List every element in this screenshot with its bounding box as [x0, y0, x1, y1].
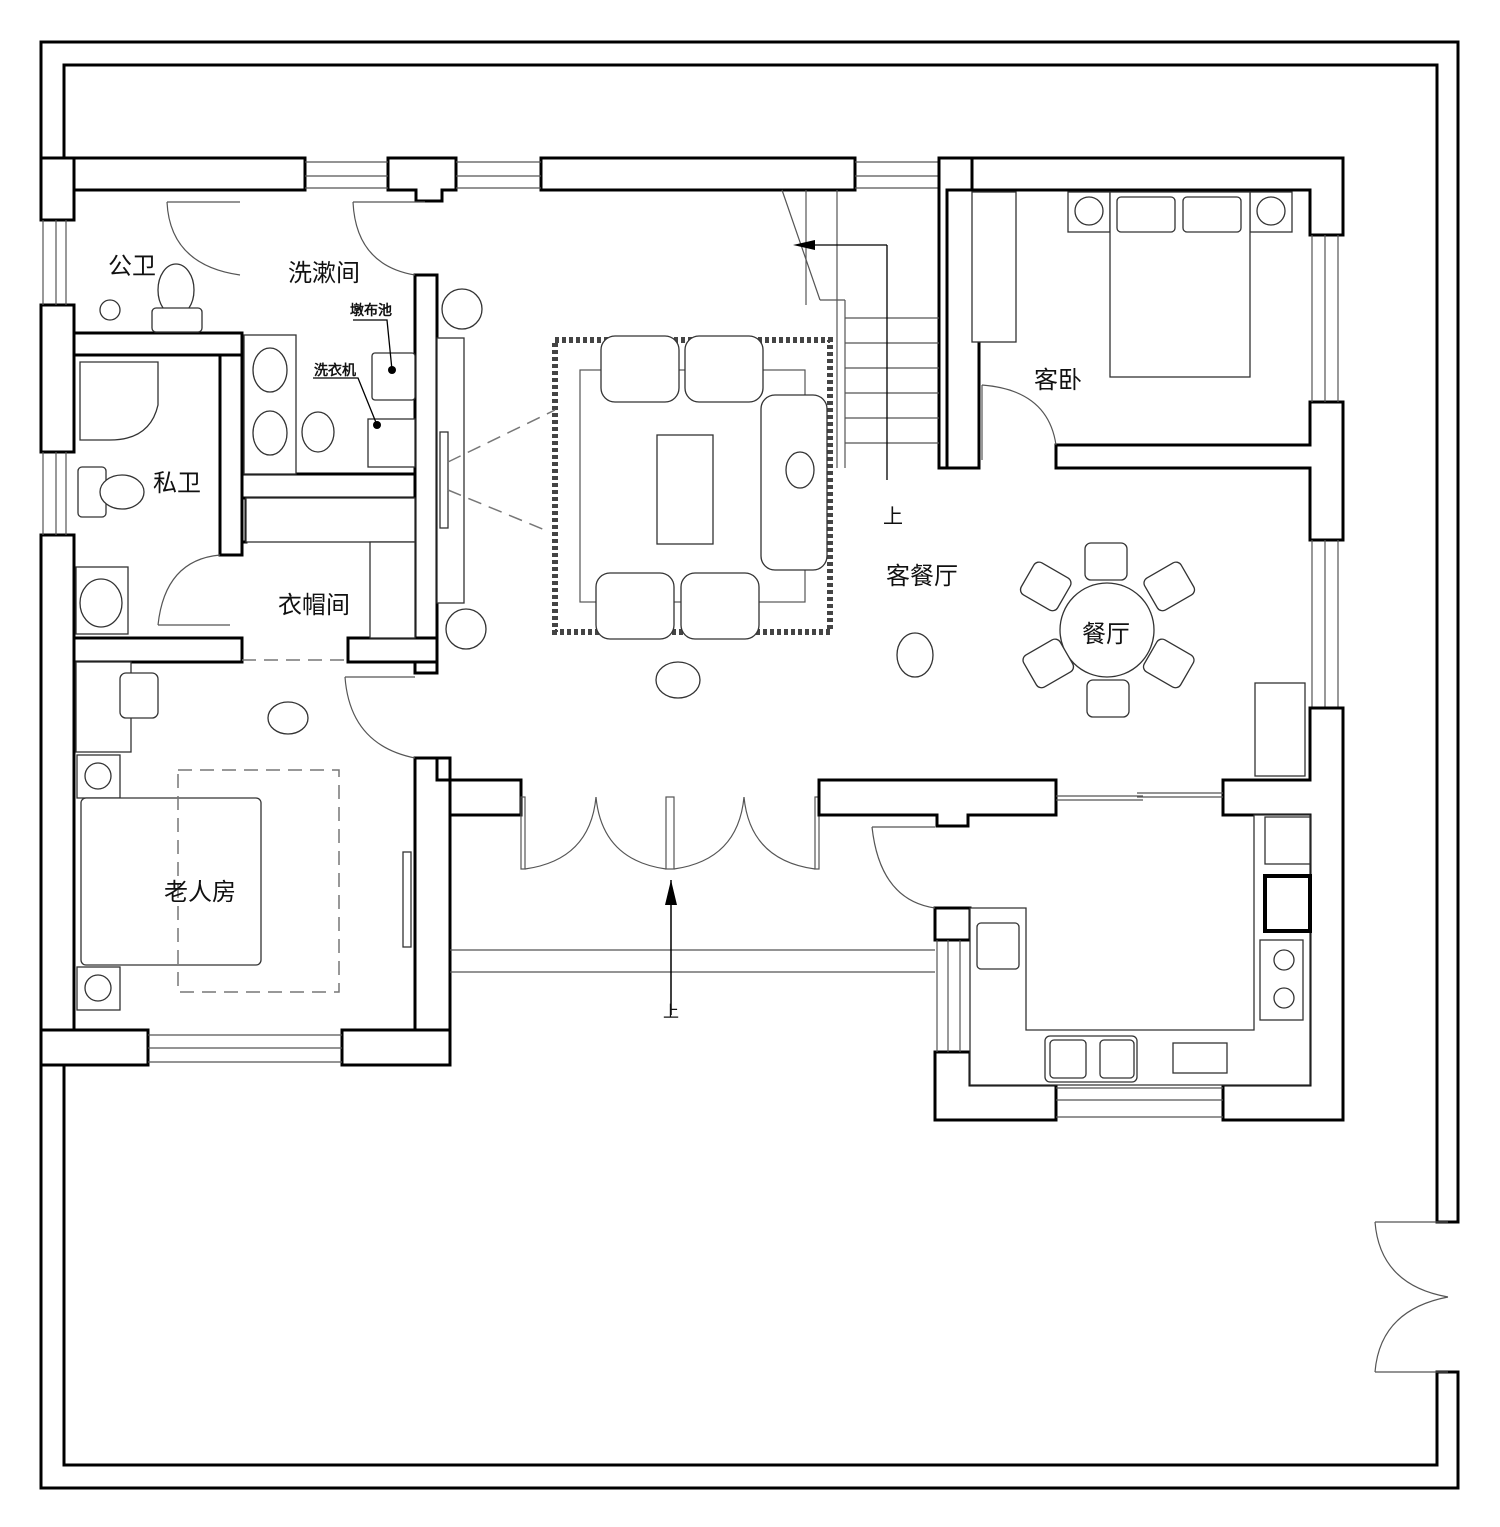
- window-kitchen-bottom: [1056, 1087, 1223, 1118]
- mop-sink: [371, 352, 416, 401]
- coffee-table: [656, 434, 714, 545]
- armchair-4: [680, 572, 760, 640]
- wall-top-pillar: [386, 156, 458, 203]
- dining-sideboard: [1254, 682, 1306, 777]
- wall-top-left-corner: [39, 156, 76, 222]
- person-figure-3: [896, 632, 934, 678]
- window-dining-right: [1311, 540, 1339, 708]
- window-left-2: [42, 452, 67, 535]
- pillow-2: [1182, 196, 1242, 233]
- plant-2: [445, 608, 487, 650]
- room-label-living-dining: 客餐厅: [886, 562, 958, 590]
- main-entry-doors[interactable]: [520, 796, 820, 870]
- annotation-washing-machine: 洗衣机: [314, 363, 356, 379]
- window-left-1: [42, 220, 67, 305]
- window-guest-right: [1311, 235, 1339, 402]
- window-elder-bottom: [148, 1034, 342, 1063]
- tv-view-line-1: [447, 409, 556, 463]
- wall-kitchen-left: [933, 906, 972, 942]
- kitchen-counter: [969, 814, 1311, 1086]
- elder-chair: [119, 672, 159, 719]
- room-label-private-bath: 私卫: [153, 469, 201, 497]
- tv-view-line-2: [447, 489, 546, 531]
- private-bath-toilet: [77, 466, 145, 518]
- wardrobe-top: [245, 497, 416, 543]
- elder-room-door[interactable]: [344, 676, 416, 759]
- person-figure-5: [785, 451, 815, 489]
- mop-sink-leader: [353, 319, 393, 371]
- stair-arrow-icon: [793, 240, 815, 250]
- armchair-1: [600, 335, 680, 403]
- dining-table: [1019, 542, 1196, 718]
- living-tv: [439, 431, 449, 529]
- public-bath-toilet: [151, 263, 203, 333]
- private-bath-door[interactable]: [157, 554, 230, 626]
- wall-washroom-bottom: [240, 472, 417, 500]
- wall-left-bottom-corner: [39, 1028, 150, 1067]
- pillow-1: [1116, 196, 1176, 233]
- wall-cloak-bottom-left: [72, 636, 244, 664]
- outer-yard-wall-bottom: [39, 1063, 1460, 1490]
- wardrobe-side: [369, 541, 416, 639]
- wall-cloak-bottom-right: [346, 636, 439, 664]
- kitchen-prep-sink: [976, 922, 1020, 970]
- kitchen-sliding-door[interactable]: [1056, 792, 1223, 801]
- wall-top-left: [39, 156, 307, 192]
- wall-priv-bath-right: [218, 353, 244, 557]
- elder-bed: [80, 797, 262, 966]
- kitchen-double-sink: [1044, 1035, 1138, 1083]
- basin-1: [252, 347, 288, 393]
- room-label-elder-room: 老人房: [164, 878, 236, 906]
- wall-top-mid: [539, 156, 857, 192]
- wall-left-1: [39, 303, 76, 454]
- room-label-public-bath: 公卫: [108, 252, 156, 280]
- wall-left-2: [39, 533, 76, 1067]
- window-top-2: [456, 161, 541, 189]
- plant-1: [441, 288, 483, 330]
- room-label-cloakroom: 衣帽间: [278, 591, 350, 619]
- elder-tv: [402, 851, 412, 948]
- kitchen-oven: [1264, 816, 1311, 865]
- window-top-3: [855, 161, 939, 189]
- basin-2: [252, 410, 288, 456]
- entry-arrow-icon: [665, 880, 677, 1015]
- public-bath-door[interactable]: [166, 201, 241, 276]
- armchair-2: [684, 335, 764, 403]
- person-figure-1: [267, 701, 309, 735]
- annotation-stair-up: 上: [883, 504, 903, 528]
- kitchen-stove: [1259, 939, 1304, 1021]
- wall-entry-right: [817, 778, 1058, 828]
- wall-bath-bottom: [72, 331, 244, 357]
- private-bath-basin: [75, 566, 129, 635]
- washroom-door[interactable]: [352, 201, 425, 276]
- washing-machine-leader: [313, 377, 378, 426]
- guest-wardrobe: [971, 191, 1017, 343]
- window-kitchen-left: [936, 940, 961, 1052]
- guest-room-door[interactable]: [981, 384, 1057, 460]
- kitchen-cutting-board: [1172, 1042, 1228, 1074]
- elder-rug: [177, 769, 340, 993]
- kitchen-door[interactable]: [871, 826, 936, 909]
- annotation-mop-sink: 墩布池: [350, 303, 392, 319]
- shower-enclosure: [79, 361, 159, 441]
- annotation-entry-up: 上: [663, 1002, 680, 1021]
- person-figure-4: [301, 411, 335, 453]
- kitchen-fridge: [1263, 874, 1312, 933]
- floor-drain: [99, 299, 121, 321]
- yard-gate[interactable]: [1374, 1221, 1449, 1373]
- room-label-washroom: 洗漱间: [288, 259, 360, 287]
- staircase[interactable]: [781, 189, 939, 480]
- wall-elder-bottom-right: [340, 1028, 452, 1067]
- wall-guest-bottom: [1054, 400, 1345, 542]
- person-figure-2: [655, 661, 701, 699]
- wall-elder-right: [413, 756, 452, 1067]
- window-top-1: [305, 161, 388, 189]
- room-label-dining: 餐厅: [1082, 620, 1130, 648]
- wall-washroom-right: [413, 273, 439, 675]
- armchair-3: [595, 572, 675, 640]
- room-label-guest-bedroom: 客卧: [1034, 366, 1082, 394]
